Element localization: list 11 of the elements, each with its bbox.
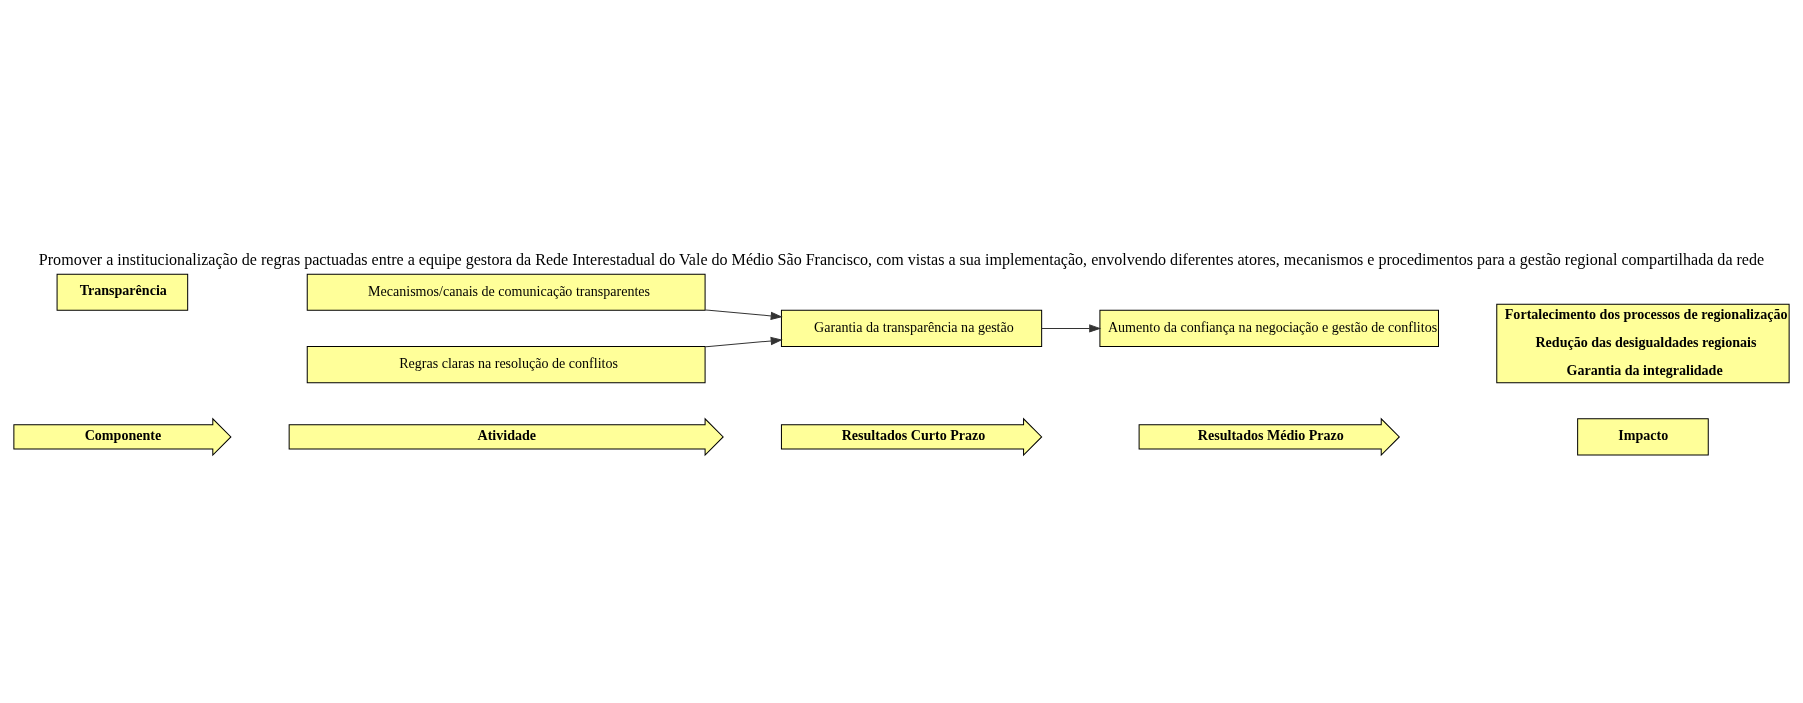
arrow [1041,324,1101,333]
diagram-title: Promover a institucionalização de regras pactuadas entre a equipe gestora da Rede Interestadual do Vale do Médio São Francisco, com vistas a sua implementação, envolvendo diferentes atores, mecanismos e procedimentos para a gestão regional compartilhada da rede [38,250,1765,268]
node-box: Impacto [1577,418,1709,456]
node-box: Regras claras na resolução de conflitos [306,346,706,384]
node-box: Garantia da transparência na gestão [780,309,1043,347]
node-box: Mecanismos/canais de comunicação transparentes [306,273,706,311]
node-box: Fortalecimento dos processos de regionalização Redução das desigualdades regionais Garantia da integralidade [1496,303,1790,384]
node-box: Transparência [56,273,189,311]
arrow [704,336,782,348]
arrow [704,309,782,320]
node-box: Aumento da confiança na negociação e gestão de conflitos [1099,309,1439,347]
